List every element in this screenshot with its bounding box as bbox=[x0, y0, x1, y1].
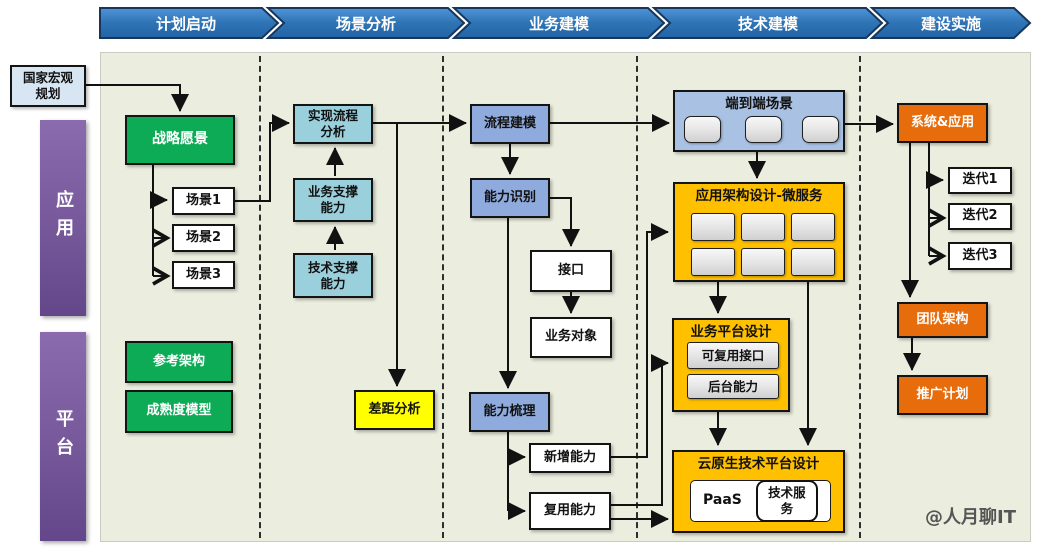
node-scenario-3: 场景3 bbox=[172, 261, 235, 289]
cloud-native-title: 云原生技术平台设计 bbox=[697, 456, 820, 472]
node-process-modeling: 流程建模 bbox=[470, 104, 550, 144]
e2e-step-box bbox=[684, 116, 721, 143]
connector bbox=[86, 84, 189, 112]
swimlane-application: 应用 bbox=[40, 120, 86, 316]
phase-label-business: 业务建模 bbox=[529, 15, 590, 33]
node-promotion-plan: 推广计划 bbox=[897, 375, 988, 415]
watermark: @人月聊IT bbox=[925, 507, 1016, 528]
node-reuse-capability: 复用能力 bbox=[529, 492, 611, 530]
app-arch-title: 应用架构设计-微服务 bbox=[695, 188, 823, 204]
node-business-support: 业务支撑能力 bbox=[293, 178, 373, 222]
node-business-object: 业务对象 bbox=[530, 317, 612, 358]
node-scenario-1: 场景1 bbox=[172, 187, 235, 215]
node-iteration-3: 迭代3 bbox=[948, 242, 1012, 270]
node-strategic-vision: 战略愿景 bbox=[125, 115, 235, 165]
phase-chevron-5 bbox=[869, 7, 1032, 39]
microservice-box bbox=[791, 213, 835, 241]
biz-platform-title: 业务平台设计 bbox=[690, 324, 772, 340]
phase-label-build: 建设实施 bbox=[921, 15, 981, 33]
phase-label-scenario: 场景分析 bbox=[336, 15, 396, 33]
phase-chevron-2 bbox=[265, 7, 466, 39]
node-system-app: 系统&应用 bbox=[897, 103, 988, 143]
e2e-scenario-title: 端到端场景 bbox=[725, 96, 793, 112]
node-interface: 接口 bbox=[530, 250, 612, 292]
e2e-step-box bbox=[802, 116, 839, 143]
phase-label-tech: 技术建模 bbox=[738, 15, 799, 33]
phase-divider-1 bbox=[259, 56, 261, 538]
phase-label-plan: 计划启动 bbox=[156, 15, 216, 33]
microservice-box bbox=[741, 213, 785, 241]
node-capability-identify: 能力识别 bbox=[470, 178, 550, 218]
connector bbox=[235, 114, 290, 202]
microservice-box bbox=[791, 248, 835, 276]
node-reference-arch: 参考架构 bbox=[125, 341, 233, 383]
phase-header: 计划启动 场景分析 业务建模 技术建模 建设实施 bbox=[99, 7, 1032, 39]
phase-divider-2 bbox=[442, 56, 444, 538]
node-process-analysis: 实现流程分析 bbox=[293, 104, 373, 144]
microservice-box bbox=[691, 213, 735, 241]
node-cloud-native: 云原生技术平台设计 PaaS 技术服务 bbox=[672, 450, 845, 533]
connector bbox=[611, 223, 669, 458]
connector bbox=[611, 354, 669, 506]
microservice-box bbox=[691, 248, 735, 276]
node-app-arch: 应用架构设计-微服务 bbox=[673, 182, 845, 282]
node-maturity-model: 成熟度模型 bbox=[125, 390, 233, 433]
node-gap-analysis: 差距分析 bbox=[354, 390, 435, 430]
node-reusable-interface: 可复用接口 bbox=[687, 342, 779, 369]
paas-label: PaaS bbox=[703, 492, 742, 509]
node-team-arch: 团队架构 bbox=[897, 302, 988, 338]
node-e2e-scenario: 端到端场景 bbox=[673, 90, 845, 152]
swimlane-platform: 平台 bbox=[40, 332, 86, 541]
phase-divider-4 bbox=[859, 56, 861, 538]
e2e-step-box bbox=[745, 116, 782, 143]
node-backend-capability: 后台能力 bbox=[687, 374, 779, 399]
phase-divider-3 bbox=[636, 56, 638, 538]
node-tech-support: 技术支撑能力 bbox=[293, 253, 373, 298]
node-tech-service: 技术服务 bbox=[755, 480, 818, 522]
node-capability-sort: 能力梳理 bbox=[469, 392, 550, 432]
connector bbox=[550, 197, 580, 247]
phase-chevron-3 bbox=[451, 7, 666, 39]
phase-chevron-4 bbox=[651, 7, 884, 39]
node-national-plan: 国家宏观规划 bbox=[10, 65, 86, 107]
node-new-capability: 新增能力 bbox=[529, 443, 611, 473]
node-biz-platform: 业务平台设计 可复用接口 后台能力 bbox=[672, 318, 790, 412]
node-iteration-1: 迭代1 bbox=[948, 167, 1012, 194]
microservice-box bbox=[741, 248, 785, 276]
node-scenario-2: 场景2 bbox=[172, 224, 235, 252]
phase-chevron-1 bbox=[99, 7, 280, 39]
node-iteration-2: 迭代2 bbox=[948, 203, 1012, 230]
paas-container: PaaS 技术服务 bbox=[690, 480, 831, 522]
